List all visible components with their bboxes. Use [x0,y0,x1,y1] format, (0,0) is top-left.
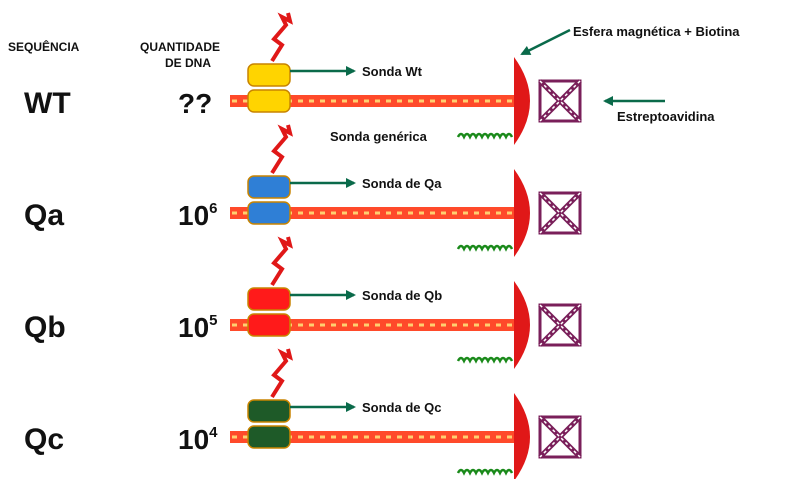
dna-quantity: 104 [178,424,218,455]
streptavidin-icon [538,303,582,347]
dna-quantity-exponent: 5 [209,312,217,329]
probe-label: Sonda de Qb [362,288,442,303]
dna-quantity: 106 [178,200,218,231]
probe-block [247,63,291,87]
dna-quantity: 105 [178,312,218,343]
streptavidin-icon [538,79,582,123]
magnetic-bead [514,57,530,145]
generic-probe-wave [456,244,514,252]
target-region [247,313,291,337]
target-region [247,201,291,225]
probe-block [247,399,291,423]
sequence-name: Qa [24,199,64,232]
probe-row: Qb 105 Sonda de Qb [24,236,582,369]
magnetic-bead [514,281,530,369]
dna-quantity: ?? [178,88,212,119]
generic-probe-wave [456,468,514,476]
target-region [247,89,291,113]
magnetic-bead [514,393,530,479]
fluorescence-icon [270,12,293,63]
dna-quantity-exponent: 4 [209,424,218,441]
magnetic-bead-arrow [520,28,571,56]
generic-probe-wave [456,356,514,364]
probe-block [247,175,291,199]
fluorescence-icon [270,124,293,175]
streptavidin-icon [538,191,582,235]
dna-quantity-base: 10 [178,200,209,231]
dna-quantity-exponent: 6 [209,200,217,217]
probe-row: Qc 104 Sonda de Qc [24,348,582,479]
magnetic-bead-label: Esfera magnética + Biotina [573,24,740,39]
generic-probe-wave [456,132,514,140]
sequence-name: WT [24,87,71,120]
generic-probe-label: Sonda genérica [330,129,428,144]
probe-row: Qa 106 Sonda de Qa [24,124,582,257]
streptavidin-icon [538,415,582,459]
streptavidin-label: Estreptoavidina [617,109,715,124]
magnetic-bead [514,169,530,257]
sequence-name: Qb [24,311,66,344]
fluorescence-icon [270,236,293,287]
sequence-header: SEQUÊNCIA [8,39,80,54]
dna-quantity-header-line2: DE DNA [165,56,211,70]
fluorescence-icon [270,348,293,399]
dna-quantity-base: ?? [178,88,212,119]
dna-quantity-base: 10 [178,312,209,343]
target-region [247,425,291,449]
probe-label: Sonda de Qa [362,176,442,191]
dna-quantity-header-line1: QUANTIDADE [140,40,220,54]
probe-block [247,287,291,311]
probe-label: Sonda de Qc [362,400,441,415]
probe-row: WT?? Sonda Wt [24,12,582,145]
probe-label: Sonda Wt [362,64,423,79]
dna-quantity-base: 10 [178,424,209,455]
sequence-name: Qc [24,423,64,456]
